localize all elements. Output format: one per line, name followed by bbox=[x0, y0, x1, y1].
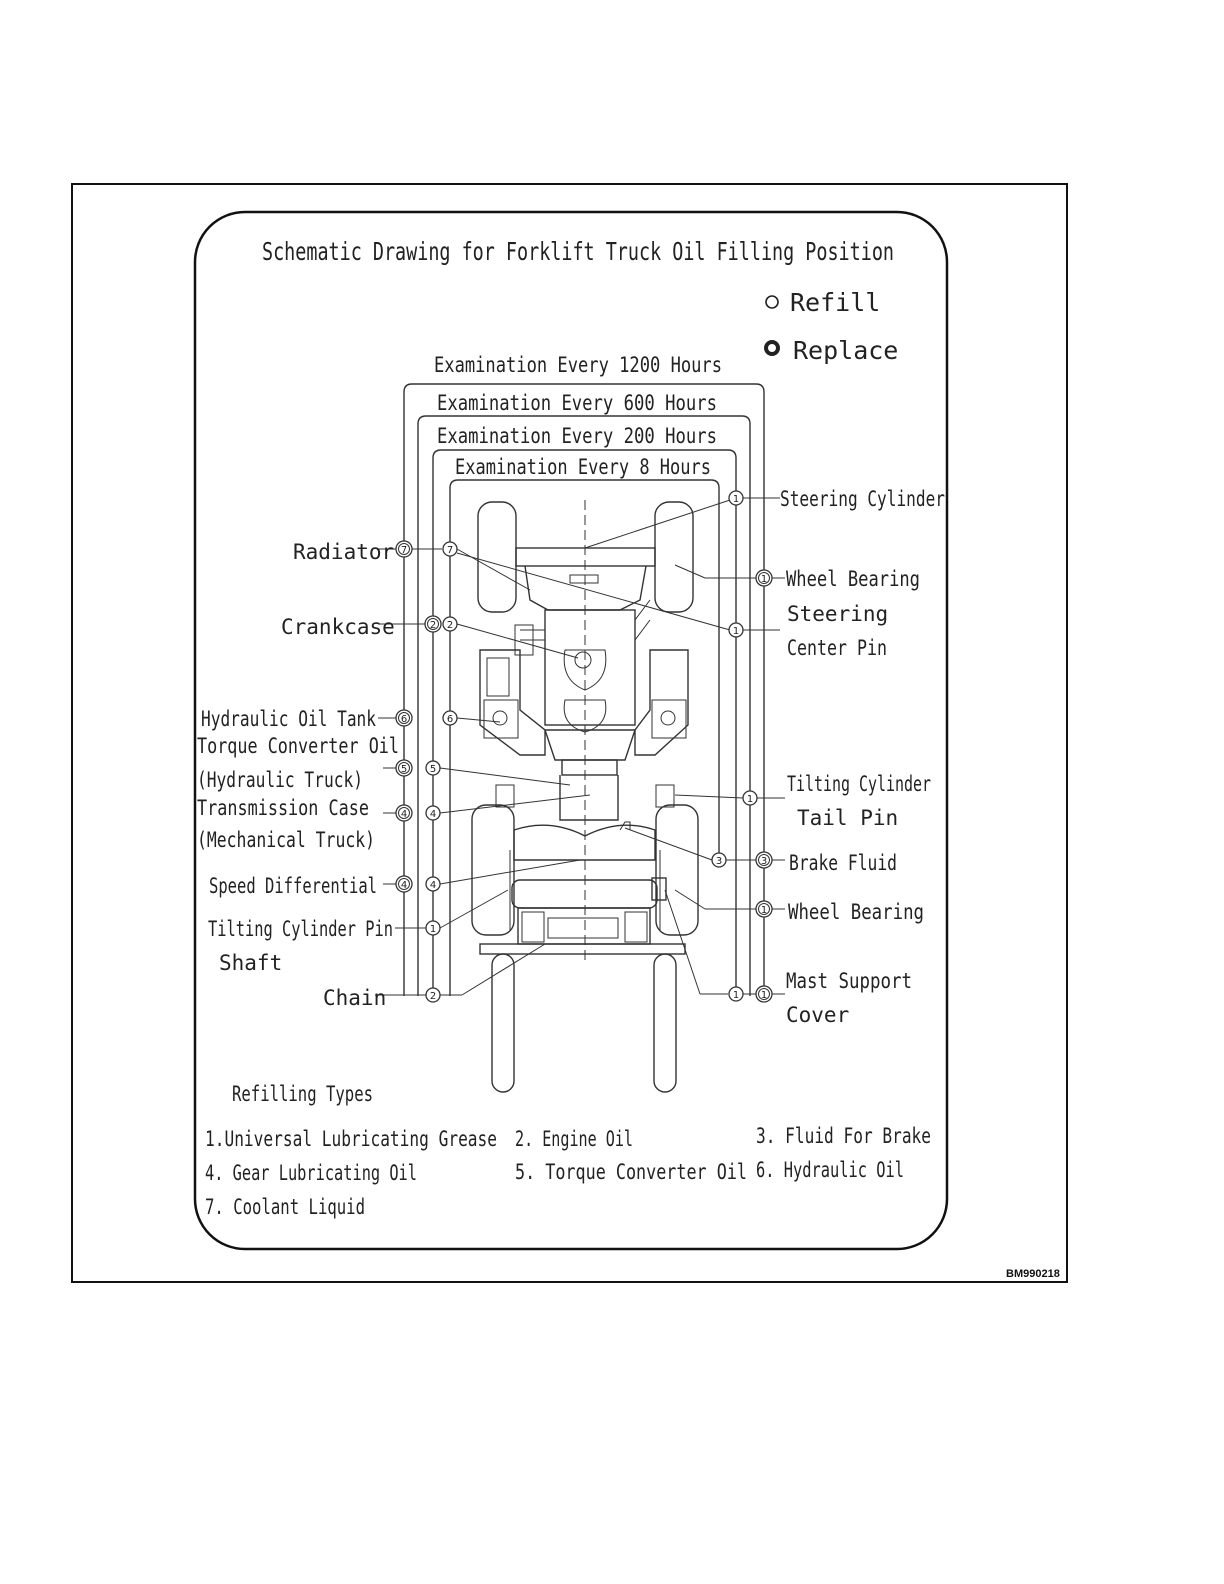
refill-type-4: 4. Gear Lubricating Oil bbox=[205, 1161, 417, 1185]
refill-legend-icon bbox=[765, 295, 779, 309]
refill-marker-chain bbox=[425, 987, 441, 1003]
figure-frame bbox=[71, 183, 1068, 1283]
marker-num: 6 bbox=[401, 714, 407, 725]
leader-lines bbox=[375, 497, 785, 996]
label-tail-pin: Tail Pin bbox=[797, 806, 898, 830]
marker-num: 1 bbox=[761, 990, 767, 1001]
label-tilting-cylinder: Tilting Cylinder bbox=[787, 772, 931, 796]
label-radiator: Radiator bbox=[293, 540, 394, 564]
rail-1200 bbox=[403, 383, 765, 996]
label-hydraulic-truck: (Hydraulic Truck) bbox=[197, 768, 363, 792]
refill-marker-radiator bbox=[442, 541, 458, 557]
label-mechanical-truck: (Mechanical Truck) bbox=[197, 828, 375, 852]
marker-num: 2 bbox=[430, 991, 436, 1002]
label-wheel-bearing-bottom: Wheel Bearing bbox=[788, 900, 924, 924]
marker-num: 4 bbox=[430, 809, 436, 820]
interval-200: Examination Every 200 Hours bbox=[437, 424, 717, 448]
refill-marker-torque bbox=[425, 760, 441, 776]
refill-marker-differential bbox=[425, 876, 441, 892]
label-mast-support: Mast Support bbox=[786, 969, 912, 993]
marker-num: 1 bbox=[761, 905, 767, 916]
refill-marker-mast bbox=[728, 986, 744, 1002]
refill-marker-tilt-tail bbox=[742, 790, 758, 806]
markers: 7 7 2 2 6 6 5 5 4 4 4 4 1 2 1 bbox=[395, 490, 773, 1003]
marker-num: 2 bbox=[447, 620, 453, 631]
marker-num: 5 bbox=[430, 764, 436, 775]
interval-1200: Examination Every 1200 Hours bbox=[434, 353, 722, 377]
interval-600: Examination Every 600 Hours bbox=[437, 391, 717, 415]
engine-block bbox=[544, 609, 636, 726]
diagram-title: Schematic Drawing for Forklift Truck Oil… bbox=[262, 237, 894, 266]
steer-wheel-left bbox=[477, 501, 517, 613]
marker-num: 1 bbox=[430, 924, 436, 935]
label-wheel-bearing-top: Wheel Bearing bbox=[786, 567, 920, 591]
mast-crossbar bbox=[479, 943, 686, 955]
inner-frame bbox=[193, 210, 949, 1251]
legend-refill: Refill bbox=[790, 288, 880, 317]
refill-marker-steering-cyl bbox=[728, 490, 744, 506]
marker-num: 7 bbox=[447, 545, 453, 556]
marker-num: 1 bbox=[733, 494, 739, 505]
forklift-body bbox=[471, 500, 699, 1093]
figure-id: BM990218 bbox=[1006, 1268, 1060, 1280]
refill-type-3: 3. Fluid For Brake bbox=[756, 1124, 931, 1148]
rail-8 bbox=[449, 479, 720, 996]
drive-wheel-left bbox=[471, 804, 515, 936]
label-cover: Cover bbox=[786, 1003, 849, 1027]
interval-rails bbox=[403, 383, 765, 996]
refill-marker-transmission bbox=[425, 805, 441, 821]
rail-600 bbox=[417, 415, 751, 996]
marker-num: 7 bbox=[401, 545, 407, 556]
fork-right bbox=[653, 953, 677, 1093]
interval-8: Examination Every 8 Hours bbox=[455, 455, 711, 479]
replace-legend-icon bbox=[764, 340, 780, 356]
label-tilting-cylinder-pin: Tilting Cylinder Pin bbox=[208, 917, 393, 941]
refill-marker-tilt-pin bbox=[425, 920, 441, 936]
label-steering: Steering bbox=[787, 602, 888, 626]
refill-type-1: 1.Universal Lubricating Grease bbox=[205, 1127, 497, 1151]
legend-replace: Replace bbox=[793, 336, 898, 365]
marker-num: 5 bbox=[401, 764, 407, 775]
marker-num: 1 bbox=[733, 990, 739, 1001]
refill-marker-brake bbox=[711, 852, 727, 868]
refill-type-7: 7. Coolant Liquid bbox=[205, 1195, 365, 1219]
label-chain: Chain bbox=[323, 986, 386, 1010]
label-steering-cylinder: Steering Cylinder bbox=[780, 487, 945, 511]
refilling-heading: Refilling Types bbox=[232, 1082, 373, 1106]
drive-wheel-right bbox=[655, 804, 699, 936]
label-hydraulic-oil-tank: Hydraulic Oil Tank bbox=[201, 707, 376, 731]
marker-num: 1 bbox=[733, 626, 739, 637]
fork-left bbox=[491, 953, 515, 1093]
label-center-pin: Center Pin bbox=[787, 636, 887, 660]
marker-num: 4 bbox=[430, 880, 436, 891]
refill-type-5: 5. Torque Converter Oil bbox=[515, 1160, 747, 1184]
marker-num: 1 bbox=[761, 574, 767, 585]
label-brake-fluid: Brake Fluid bbox=[789, 851, 897, 875]
label-speed-differential: Speed Differential bbox=[209, 874, 377, 898]
marker-num: 6 bbox=[447, 714, 453, 725]
refill-type-2: 2. Engine Oil bbox=[515, 1127, 633, 1151]
marker-num: 4 bbox=[401, 880, 407, 891]
rail-200 bbox=[432, 449, 737, 996]
marker-num: 2 bbox=[430, 620, 436, 631]
refill-marker-crankcase bbox=[442, 616, 458, 632]
label-crankcase: Crankcase bbox=[281, 615, 395, 639]
marker-num: 3 bbox=[716, 856, 722, 867]
refill-type-6: 6. Hydraulic Oil bbox=[756, 1158, 904, 1182]
refill-marker-steering-pin bbox=[728, 622, 744, 638]
label-transmission-case: Transmission Case bbox=[197, 796, 369, 820]
label-torque-converter-oil: Torque Converter Oil bbox=[197, 734, 399, 758]
marker-num: 4 bbox=[401, 809, 407, 820]
marker-num: 3 bbox=[761, 856, 767, 867]
label-shaft: Shaft bbox=[219, 951, 282, 975]
marker-num: 1 bbox=[747, 794, 753, 805]
refill-marker-hydraulic bbox=[442, 710, 458, 726]
